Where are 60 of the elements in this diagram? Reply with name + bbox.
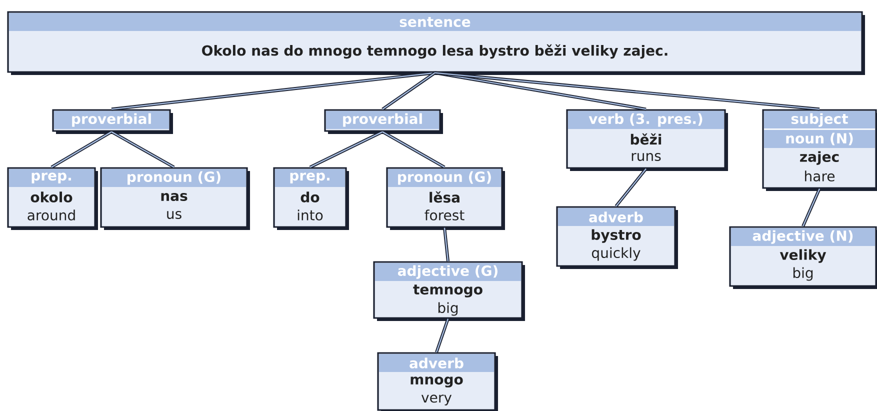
word-text: lěsa	[430, 191, 460, 203]
connector-line	[434, 71, 820, 111]
gloss-text: very	[421, 394, 452, 406]
connector-line	[434, 71, 646, 111]
category-label: noun (N)	[786, 132, 853, 146]
gloss-text: runs	[632, 152, 661, 162]
category-label: prep.	[32, 172, 71, 184]
connector-line	[802, 188, 821, 227]
gloss-text: quickly	[592, 247, 640, 261]
gloss-text: hare	[805, 170, 835, 182]
connector-line	[435, 318, 450, 353]
category-label: adjective (G)	[398, 265, 498, 279]
connector-line	[382, 72, 436, 110]
category-label: proverbial	[72, 113, 151, 127]
category-label: proverbial	[343, 113, 422, 127]
category-label: verb (3. pres.)	[588, 113, 702, 127]
gloss-text: us	[167, 210, 182, 220]
word-text: mnogo	[410, 376, 463, 388]
word-text: běži	[630, 133, 662, 145]
connector-line	[382, 130, 446, 169]
connector-line	[111, 71, 436, 111]
category-label: subject	[791, 113, 848, 127]
word-text: bystro	[592, 229, 641, 243]
sentence-text: Okolo nas do mnogo temnogo lesa bystro běži veliky zajec.	[202, 44, 668, 59]
category-label: pronoun (G)	[128, 171, 220, 185]
gloss-text: forest	[424, 210, 464, 220]
connector-line	[110, 130, 175, 169]
gloss-text: around	[28, 210, 75, 220]
word-text: okolo	[30, 192, 72, 202]
connector-line	[614, 168, 648, 208]
word-box	[7, 11, 865, 75]
connector-line	[442, 228, 450, 262]
word-box	[373, 261, 525, 321]
word-box	[52, 109, 173, 134]
word-box	[377, 352, 498, 411]
word-text: zajec	[800, 151, 839, 165]
gloss-text: big	[438, 302, 458, 316]
word-box	[566, 109, 728, 171]
word-box	[556, 206, 678, 269]
word-box	[100, 167, 250, 230]
word-text: nas	[161, 192, 188, 202]
word-box	[324, 109, 443, 134]
word-box	[7, 167, 98, 230]
gloss-text: big	[793, 267, 813, 281]
category-label: pronoun (G)	[398, 171, 491, 185]
category-label: sentence	[400, 17, 470, 27]
gloss-text: into	[298, 210, 323, 220]
word-text: temnogo	[413, 284, 482, 298]
category-label: adverb	[589, 212, 643, 222]
word-text: do	[300, 192, 320, 202]
word-box	[386, 167, 505, 230]
category-label: adverb	[410, 358, 464, 368]
category-label: adjective (N)	[752, 230, 853, 244]
category-label: prep.	[290, 172, 330, 184]
word-box	[762, 109, 877, 191]
connector-line	[309, 130, 384, 169]
word-text: veliky	[780, 249, 826, 263]
word-box	[273, 167, 349, 230]
connector-line	[50, 130, 112, 169]
word-box	[729, 226, 877, 289]
